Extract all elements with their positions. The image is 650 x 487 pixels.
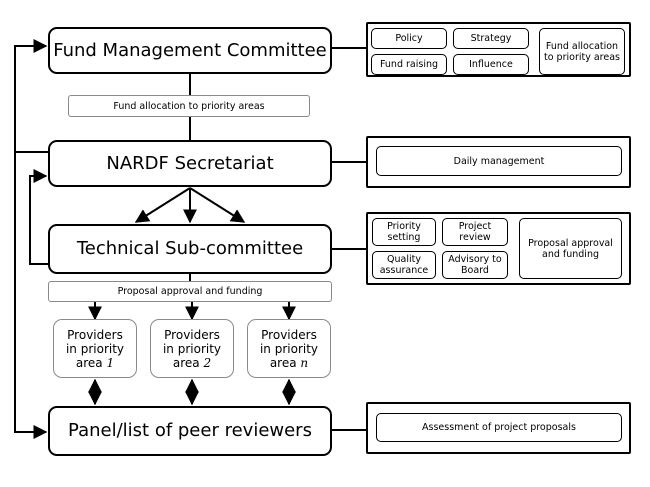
provider-line1: Providers — [164, 327, 220, 342]
technical-subcommittee-title: Technical Sub-committee — [76, 238, 304, 259]
role-quality-assurance-label: Quality assurance — [379, 254, 429, 276]
fund-management-committee-title: Fund Management Committee — [53, 39, 327, 61]
provider-area-index: 2 — [203, 355, 212, 370]
role-influence-label: Influence — [469, 59, 513, 70]
role-fund-allocation-label: Fund allocation to priority areas — [544, 40, 620, 63]
role-fund-allocation: Fund allocation to priority areas — [539, 28, 625, 75]
fund-allocation-label: Fund allocation to priority areas — [113, 100, 265, 112]
providers-area-1-box: Providers in priority area 1 — [53, 319, 137, 378]
provider-area-prefix: area — [75, 355, 103, 370]
role-project-review: Project review — [442, 218, 508, 246]
provider-line2: in priority — [65, 341, 125, 356]
role-advisory-to-board-label: Advisory to Board — [448, 254, 502, 276]
provider-area-prefix: area — [172, 355, 200, 370]
role-advisory-to-board: Advisory to Board — [442, 251, 508, 279]
provider-area-prefix: area — [269, 355, 297, 370]
role-proposal-approval-label: Proposal approval and funding — [528, 237, 613, 260]
role-fund-raising: Fund raising — [371, 54, 447, 75]
role-priority-setting-label: Priority setting — [387, 221, 421, 243]
provider-line1: Providers — [67, 327, 123, 342]
provider-line1: Providers — [261, 327, 317, 342]
providers-area-2-box: Providers in priority area 2 — [150, 319, 234, 378]
role-strategy-label: Strategy — [470, 33, 512, 44]
proposal-approval-band: Proposal approval and funding — [48, 281, 332, 302]
nardf-secretariat-box: NARDF Secretariat — [48, 140, 332, 187]
role-priority-setting: Priority setting — [372, 218, 436, 246]
secretariat-to-committee-loop — [14, 39, 48, 153]
role-daily-management: Daily management — [376, 146, 622, 176]
role-quality-assurance: Quality assurance — [372, 251, 436, 279]
provider-area-index: n — [300, 355, 309, 370]
reviewers-to-committee-loop — [14, 152, 48, 439]
secretariat-subcommittee-arrow-left — [134, 187, 191, 223]
provider-area-index: 1 — [106, 355, 115, 370]
peer-reviewers-box: Panel/list of peer reviewers — [48, 406, 332, 456]
role-strategy: Strategy — [453, 28, 529, 49]
role-assessment: Assessment of project proposals — [376, 413, 622, 442]
nardf-secretariat-title: NARDF Secretariat — [106, 152, 274, 174]
provider-line2: in priority — [259, 341, 319, 356]
providers-area-n-box: Providers in priority area n — [247, 319, 331, 378]
technical-subcommittee-box: Technical Sub-committee — [48, 224, 332, 274]
secretariat-subcommittee-arrow-right — [189, 187, 246, 223]
proposal-approval-label: Proposal approval and funding — [117, 286, 263, 297]
role-policy: Policy — [371, 28, 447, 49]
fund-management-committee-box: Fund Management Committee — [48, 27, 332, 74]
provider-line2: in priority — [162, 341, 222, 356]
role-policy-label: Policy — [395, 33, 423, 44]
role-daily-management-label: Daily management — [453, 155, 545, 167]
subcommittee-to-secretariat-loop — [29, 169, 48, 265]
role-proposal-approval: Proposal approval and funding — [519, 218, 622, 279]
fund-allocation-band: Fund allocation to priority areas — [68, 95, 310, 117]
role-fund-raising-label: Fund raising — [379, 59, 439, 70]
role-influence: Influence — [453, 54, 529, 75]
peer-reviewers-title: Panel/list of peer reviewers — [68, 420, 312, 441]
role-assessment-label: Assessment of project proposals — [422, 422, 576, 433]
role-project-review-label: Project review — [458, 221, 492, 243]
